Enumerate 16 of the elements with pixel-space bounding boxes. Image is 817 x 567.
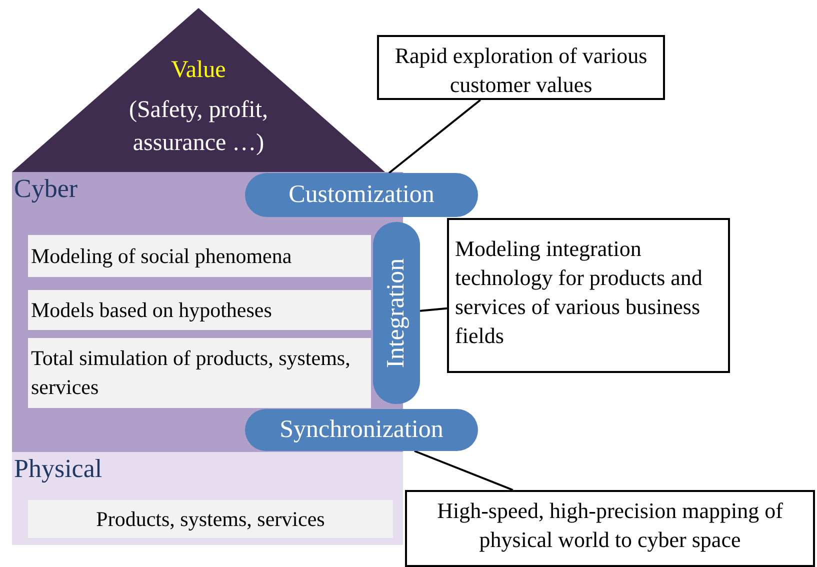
layer-title: Cyber [14, 174, 78, 204]
rounded-label: Synchronization [245, 409, 478, 451]
title-text: Value [170, 56, 227, 85]
layer-band [12, 452, 403, 545]
content-box: Products, systems, services [28, 500, 393, 538]
rounded-label: Integration [373, 222, 420, 404]
content-box: Models based on hypotheses [28, 290, 371, 330]
rounded-label: Customization [245, 173, 478, 217]
content-box: Total simulation of products, systems, services [28, 338, 371, 408]
callout-box: Modeling integration technology for products and services of various business fields [447, 218, 730, 373]
subtitle-text: (Safety, profit, assurance …) [128, 96, 270, 158]
roof-triangle [12, 8, 385, 172]
layer-title: Physical [14, 454, 102, 484]
content-box: Modeling of social phenomena [28, 235, 371, 277]
callout-box: Rapid exploration of various customer values [377, 35, 665, 100]
callout-box: High-speed, high-precision mapping of physical world to cyber space [405, 490, 815, 567]
